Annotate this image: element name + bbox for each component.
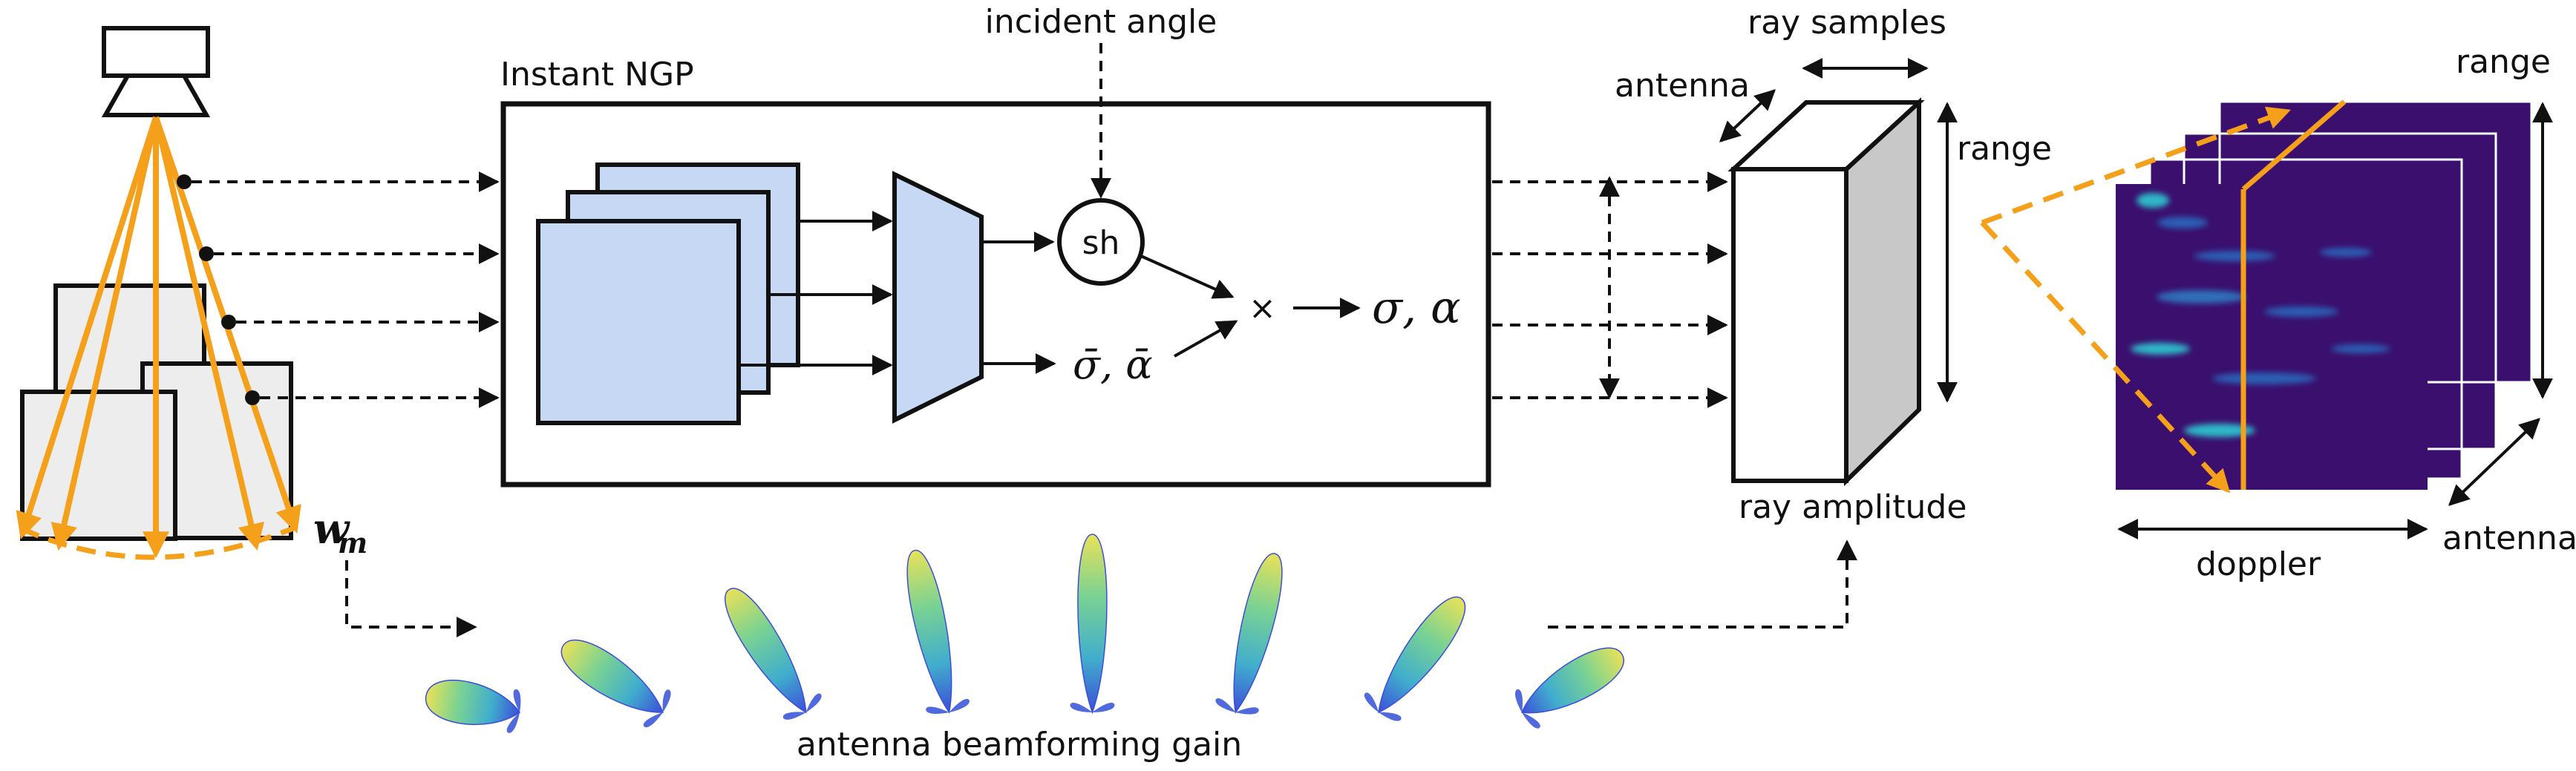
ray-sample-dots <box>177 174 260 405</box>
beam-lobe <box>1515 647 1624 729</box>
grid-to-mlp-arrows <box>739 211 893 375</box>
incident-angle-label: incident angle <box>985 3 1217 41</box>
ray-input-arrows <box>192 171 500 408</box>
density-to-product-arrow <box>1174 320 1238 358</box>
sh-node <box>1057 198 1145 286</box>
instant-ngp-label: Instant NGP <box>500 56 694 93</box>
density-output-label: σ, α <box>1372 282 1461 334</box>
ray-cube <box>1719 58 1958 487</box>
sh-to-product-arrow <box>1140 255 1235 299</box>
heatmap-front <box>2116 184 2428 490</box>
weight-symbol: w <box>313 505 350 554</box>
mlp-trapezoid <box>892 171 984 424</box>
range-stack-label: range <box>2456 43 2551 81</box>
weight-to-beams-arrow <box>345 560 477 637</box>
scene-group: w m <box>16 26 367 560</box>
antenna-stack-label: antenna <box>2442 519 2576 557</box>
antenna-top-label: antenna <box>1615 67 1750 105</box>
scene-box-left <box>20 390 177 541</box>
beam-lobe <box>725 588 822 720</box>
sh-label: sh <box>1082 224 1120 262</box>
radar-sensor-icon <box>101 26 211 117</box>
range-cut-diagonal <box>2241 99 2347 191</box>
weight-subscript: m <box>338 526 367 560</box>
ngp-output-arrows <box>1492 171 1728 408</box>
range-cube-label: range <box>1957 130 2052 168</box>
ray-amplitude-label: ray amplitude <box>1739 488 1967 526</box>
doppler-label: doppler <box>2196 545 2321 583</box>
beam-lobe <box>1364 596 1466 721</box>
density-bar-label: σ̄, ᾱ <box>1073 341 1153 388</box>
antenna-axis-stack <box>2448 418 2541 506</box>
beam-lobe <box>560 639 671 728</box>
beam-lobe <box>906 549 970 714</box>
beam-lobe <box>425 680 521 733</box>
beam-lobe <box>1215 553 1283 715</box>
heatmap-speckle <box>2131 193 2390 437</box>
product-symbol: × <box>1249 289 1276 327</box>
beams-to-amplitude-arrow <box>1548 539 1857 629</box>
beamforming-gain-label: antenna beamforming gain <box>797 726 1242 764</box>
instant-ngp-block: Instant NGP sh σ̄, ᾱ × σ, α <box>500 43 1491 488</box>
beam-lobe <box>1070 534 1115 715</box>
projection-arrows <box>1980 106 2291 493</box>
heatmap-stack-icon <box>1980 99 2553 539</box>
weight-label: w m <box>313 505 367 560</box>
ray-samples-label: ray samples <box>1748 4 1946 42</box>
hash-grid-stack <box>536 163 800 425</box>
antenna-axis-top <box>1719 89 1776 142</box>
beam-pattern-row <box>425 534 1624 733</box>
cube-front <box>1731 167 1848 483</box>
